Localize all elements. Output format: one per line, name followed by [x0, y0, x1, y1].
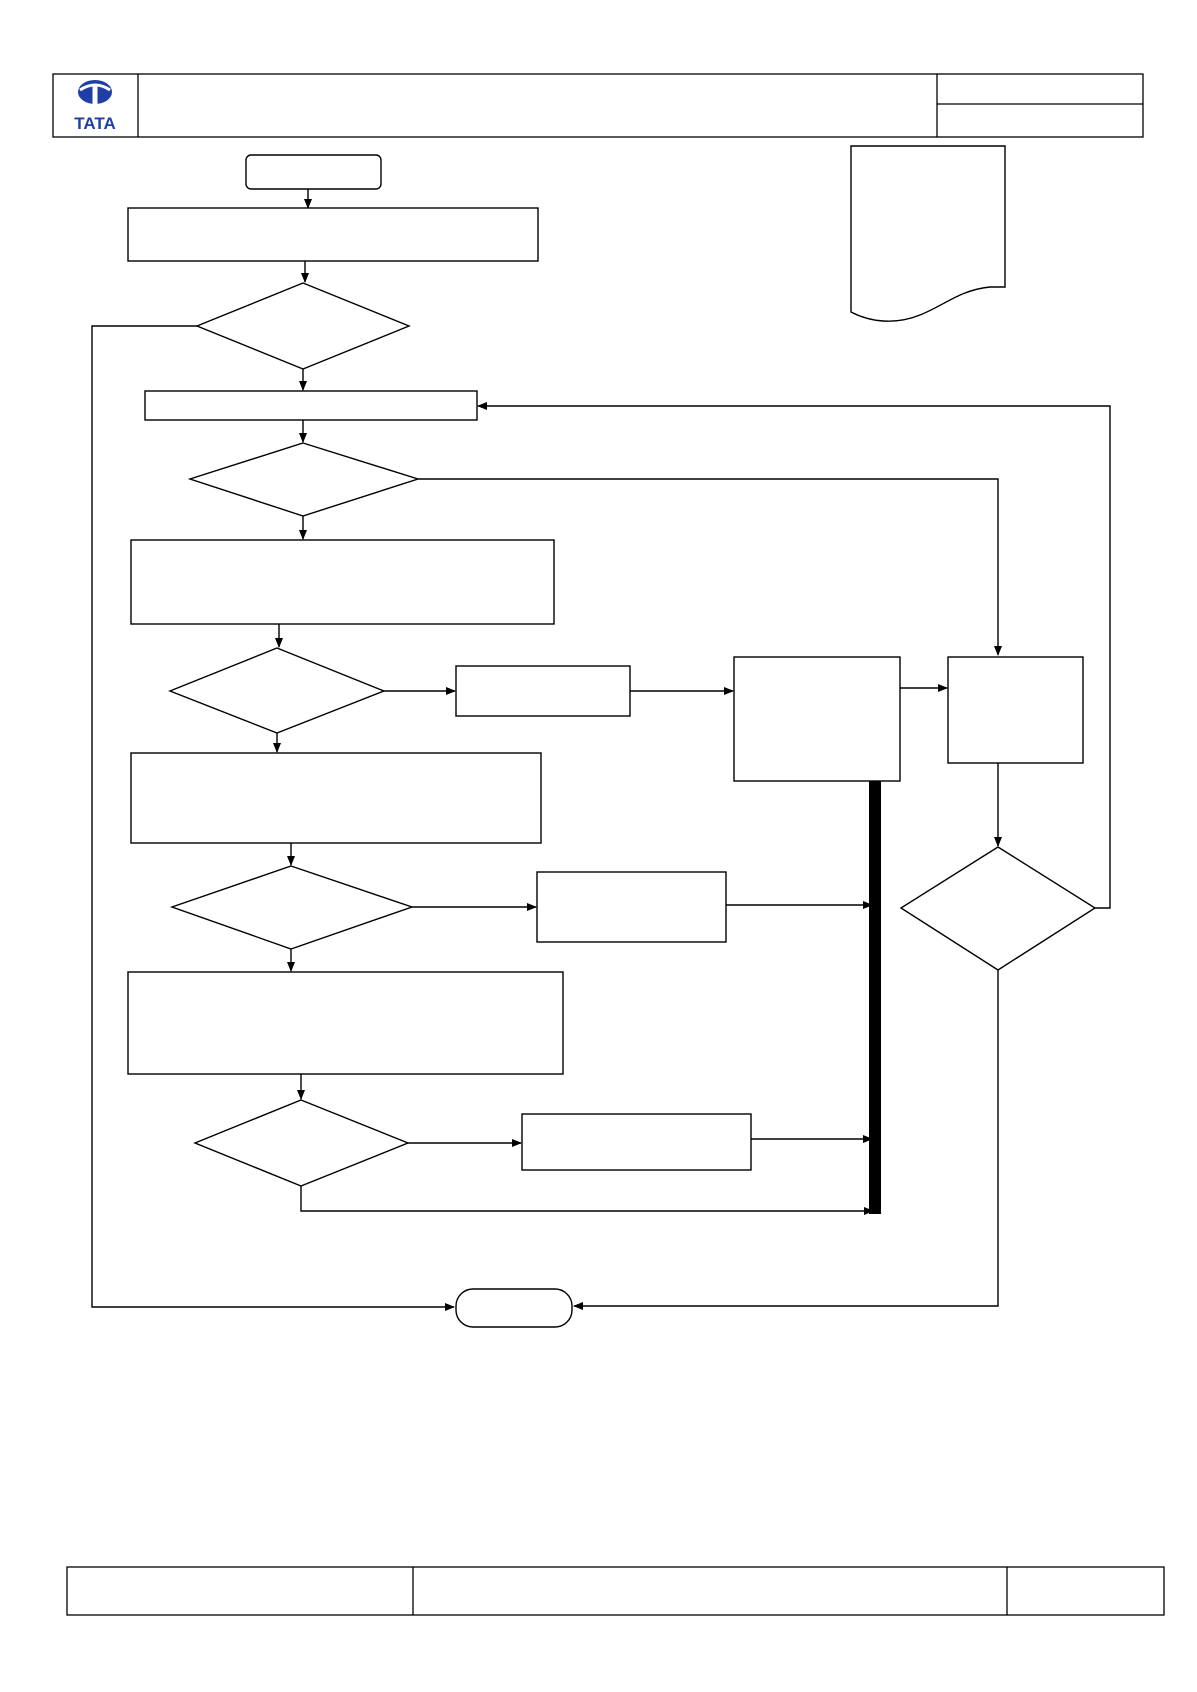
process-box-8 — [536, 871, 727, 943]
process-box-4 — [455, 665, 631, 717]
decision-6 — [899, 846, 1097, 971]
decision-5-no-branch — [300, 1186, 874, 1215]
decision-3 — [168, 647, 386, 734]
process-box-7 — [130, 752, 542, 844]
decision-2-yes-branch — [418, 478, 1002, 656]
decision-5 — [193, 1099, 410, 1187]
decision-1 — [195, 282, 411, 370]
decision-6-end-branch — [573, 970, 999, 1310]
decision-4 — [169, 865, 415, 950]
loop-back-branch — [477, 402, 1111, 909]
footer-block — [66, 1566, 1165, 1616]
decision-1-no-branch — [91, 325, 455, 1311]
footer-frame — [66, 1566, 1165, 1616]
header-block: TATA — [52, 73, 1144, 138]
tata-logo: TATA — [74, 80, 116, 133]
process-box-10 — [521, 1113, 752, 1171]
start-terminal — [245, 154, 382, 190]
process-box-3 — [130, 539, 555, 625]
process-box-9 — [127, 971, 564, 1075]
logo-text: TATA — [74, 114, 116, 133]
process-box-5 — [733, 656, 901, 782]
decision-2 — [187, 442, 421, 517]
header-frame — [52, 73, 1144, 138]
process-box-1 — [127, 207, 539, 262]
end-terminal — [455, 1288, 573, 1328]
process-box-2 — [144, 390, 478, 421]
merge-bar — [869, 781, 881, 1214]
process-box-6 — [947, 656, 1084, 764]
flowchart — [91, 145, 1111, 1328]
document-shape — [850, 145, 1006, 322]
